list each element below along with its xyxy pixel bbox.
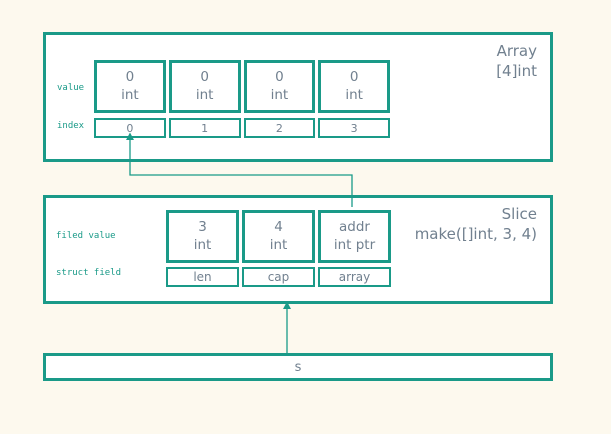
cell-value: 0	[275, 68, 284, 85]
array-index-row-label: index	[57, 121, 85, 131]
cell-type: int	[195, 86, 214, 103]
slice-box: Slice make([]int, 3, 4) filed value 3 in…	[43, 195, 553, 304]
cell-type: int	[193, 236, 212, 253]
cell-value: 0	[125, 68, 135, 85]
array-index-cell-0: 0	[94, 118, 166, 138]
array-index-cell-2: 2	[243, 118, 316, 138]
array-value-cell-2: 0 int	[243, 60, 316, 113]
slice-title: Slice make([]int, 3, 4)	[415, 204, 537, 244]
array-title-line: Array	[496, 42, 537, 60]
cell-value: addr	[339, 218, 370, 235]
cell-value: 4	[274, 218, 283, 235]
slice-struct-cells: len cap array	[166, 267, 391, 287]
array-value-cell-0: 0 int	[94, 60, 166, 113]
slice-title-line: Slice	[501, 205, 537, 223]
slice-field-cells: 3 int 4 int addr int ptr	[166, 210, 391, 263]
array-title: Array [4]int	[496, 41, 537, 81]
array-box: Array [4]int value 0 int 0 int 0 int 0 i…	[43, 32, 553, 162]
cell-type: int	[269, 236, 288, 253]
array-value-row-label: value	[57, 83, 85, 93]
slice-struct-cell-cap: cap	[242, 267, 315, 287]
cell-type: int ptr	[333, 236, 376, 253]
slice-struct-cell-array: array	[318, 267, 391, 287]
array-index-cell-1: 1	[168, 118, 241, 138]
slice-make-line: make([]int, 3, 4)	[414, 225, 537, 243]
cell-type: int	[121, 86, 139, 103]
cell-value: 0	[200, 68, 209, 85]
array-value-cells: 0 int 0 int 0 int 0 int	[94, 60, 390, 113]
array-value-cell-1: 0 int	[168, 60, 241, 113]
slice-cap-value-cell: 4 int	[242, 210, 315, 263]
slice-array-pointer-cell: addr int ptr	[318, 210, 391, 263]
s-to-slice-arrow	[283, 301, 291, 353]
array-type-line: [4]int	[496, 62, 537, 80]
cell-type: int	[345, 86, 363, 103]
slice-len-value-cell: 3 int	[166, 210, 239, 263]
cell-value: 3	[198, 218, 207, 235]
slice-struct-field-label: struct field	[56, 268, 122, 278]
array-index-cells: 0 1 2 3	[94, 118, 390, 138]
cell-value: 0	[349, 68, 359, 85]
slice-field-value-label: filed value	[56, 231, 116, 241]
array-index-cell-3: 3	[318, 118, 390, 138]
variable-s-label: s	[294, 359, 302, 375]
array-value-cell-3: 0 int	[318, 60, 390, 113]
cell-type: int	[270, 86, 289, 103]
variable-s-box: s	[43, 353, 553, 381]
slice-struct-cell-len: len	[166, 267, 239, 287]
